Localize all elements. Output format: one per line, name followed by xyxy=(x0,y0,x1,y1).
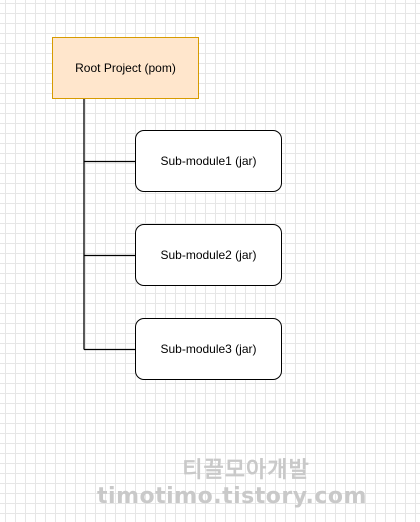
root-project-label: Root Project (pom) xyxy=(75,61,176,75)
sub-module3-label: Sub-module3 (jar) xyxy=(160,342,257,356)
sub-module1-label: Sub-module1 (jar) xyxy=(160,154,257,168)
watermark-blog-url: timotimo.tistory.com xyxy=(97,484,367,509)
root-project-node[interactable]: Root Project (pom) xyxy=(52,37,199,99)
sub-module2-label: Sub-module2 (jar) xyxy=(160,248,257,262)
sub-module2-node[interactable]: Sub-module2 (jar) xyxy=(135,224,282,286)
sub-module3-node[interactable]: Sub-module3 (jar) xyxy=(135,318,282,380)
watermark-blog-title: 티끌모아개발 xyxy=(182,458,310,483)
sub-module1-node[interactable]: Sub-module1 (jar) xyxy=(135,130,282,192)
